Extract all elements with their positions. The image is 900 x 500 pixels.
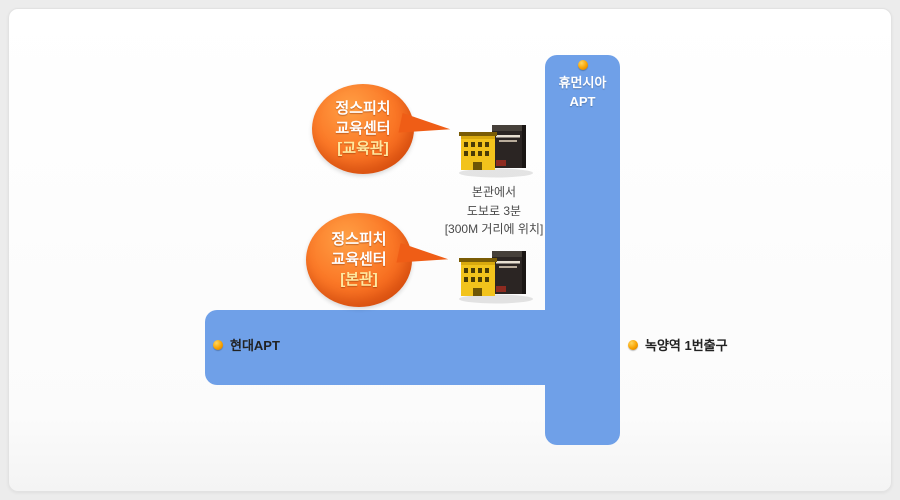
callout-main: 정스피치 교육센터 [본관] — [306, 213, 412, 307]
callout-main-line2: 교육센터 — [331, 251, 387, 269]
callout-annex-line3: [교육관] — [337, 139, 389, 157]
road-horizontal — [205, 310, 620, 385]
label-hyundai-apt: 현대APT — [213, 335, 280, 354]
road-vertical — [545, 55, 620, 445]
label-station-text: 녹양역 1번출구 — [645, 338, 728, 353]
callout-annex-line1: 정스피치 — [335, 100, 391, 118]
label-station-exit: 녹양역 1번출구 — [628, 335, 728, 354]
marker-station-icon — [628, 339, 638, 350]
building-annex-icon — [459, 125, 533, 178]
label-humansia-line2: APT — [569, 93, 596, 109]
callout-annex-line2: 교육센터 — [335, 120, 391, 138]
callout-main-line1: 정스피치 — [331, 231, 387, 249]
map-panel — [8, 8, 892, 492]
callout-annex: 정스피치 교육센터 [교육관] — [312, 84, 414, 174]
marker-hyundai-icon — [213, 339, 223, 350]
walk-note-line2: 도보로 3분 — [466, 203, 522, 218]
label-humansia-line1: 휴먼시아 — [558, 75, 607, 90]
callout-main-line3: [본관] — [340, 270, 378, 288]
building-main-icon — [459, 251, 533, 304]
walk-note-line1: 본관에서 — [471, 185, 517, 199]
marker-humansia-icon — [577, 60, 588, 70]
walk-note-line3: [300M 거리에 위치] — [444, 222, 544, 237]
label-humansia-apt: 휴먼시아 APT — [545, 60, 620, 112]
label-hyundai-text: 현대APT — [230, 338, 280, 353]
walk-distance-note: 본관에서 도보로 3분 [300M 거리에 위치] — [432, 183, 556, 239]
